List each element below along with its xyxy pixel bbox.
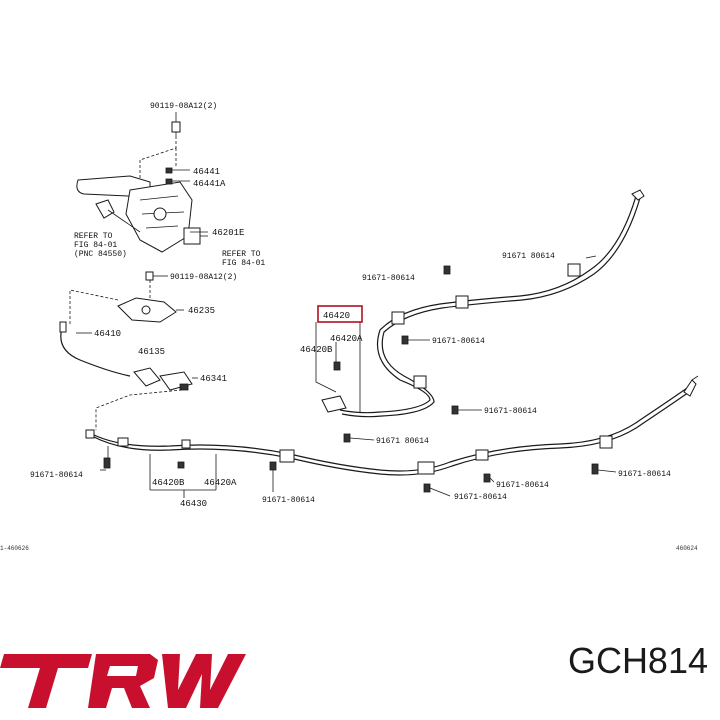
trw-logo <box>0 654 246 708</box>
label-46420-highlighted: 46420 <box>323 311 350 321</box>
label-91671-top-right: 91671 80614 <box>502 252 555 261</box>
label-refer-to-1-line1: REFER TO <box>74 232 113 241</box>
label-91671-mid-3: 91671 80614 <box>376 437 429 446</box>
highlight-box-46420 <box>317 305 363 323</box>
label-46420a-mid: 46420A <box>330 334 363 344</box>
label-46441: 46441 <box>193 167 220 177</box>
diagram-code-left: 1-460626 <box>0 545 29 552</box>
label-46135: 46135 <box>138 347 165 357</box>
label-46420a-low: 46420A <box>204 478 237 488</box>
label-refer-to-2-line1: REFER TO <box>222 250 261 259</box>
label-refer-to-1-line2: FIG 84-01 <box>74 241 117 250</box>
label-91671-mid-1: 91671-80614 <box>432 337 485 346</box>
diagram-code-right: 460624 <box>676 545 698 552</box>
brake-lever-assembly <box>76 112 208 323</box>
label-91671-low-1: 91671-80614 <box>262 496 315 505</box>
label-46430: 46430 <box>180 499 207 509</box>
label-46441a: 46441A <box>193 179 226 189</box>
label-46420b-low: 46420B <box>152 478 185 488</box>
label-91671-mid-2: 91671-80614 <box>484 407 537 416</box>
label-46410: 46410 <box>94 329 121 339</box>
label-91671-left: 91671-80614 <box>30 471 83 480</box>
front-cable-46410 <box>59 289 198 430</box>
rear-right-cable <box>315 189 645 443</box>
label-91671-low-2: 91671-80614 <box>454 493 507 502</box>
label-refer-to-1-line3: (PNC 84550) <box>74 250 127 259</box>
label-46420b-mid: 46420B <box>300 345 333 355</box>
label-91671-low-3: 91671-80614 <box>496 481 549 490</box>
label-46201e: 46201E <box>212 228 244 238</box>
label-90119-08a12-mid: 90119-08A12(2) <box>170 273 237 282</box>
rear-cable-46430 <box>85 375 699 498</box>
label-refer-to-2-line2: FIG 84-01 <box>222 259 265 268</box>
label-91671-right: 91671-80614 <box>618 470 671 479</box>
label-46235: 46235 <box>188 306 215 316</box>
part-number: GCH814 <box>567 640 708 681</box>
label-46341: 46341 <box>200 374 227 384</box>
label-91671-top-left: 91671-80614 <box>362 274 415 283</box>
label-90119-08a12-top: 90119-08A12(2) <box>150 102 217 111</box>
